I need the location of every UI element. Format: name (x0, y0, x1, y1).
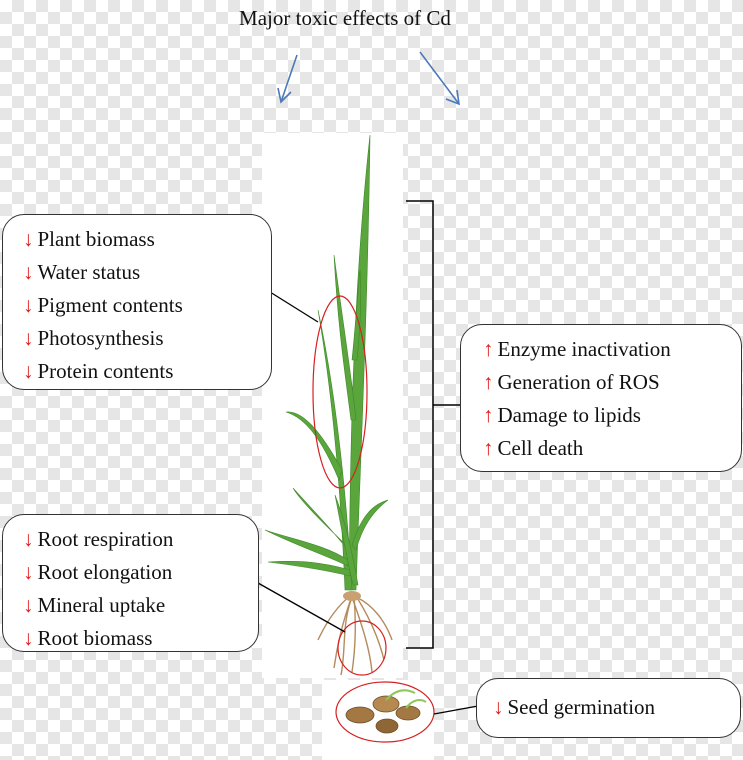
decrease-arrow-icon: ↓ (23, 260, 34, 284)
leaf-effect-item: ↓Plant biomass (23, 227, 155, 251)
leaf-effect-item: ↓Photosynthesis (23, 326, 164, 350)
leaf-effect-item: ↓Protein contents (23, 359, 174, 383)
increase-arrow-icon: ↑ (483, 436, 494, 460)
decrease-arrow-icon: ↓ (23, 527, 34, 551)
decrease-arrow-icon: ↓ (23, 626, 34, 650)
pointer-arrow-left (277, 54, 298, 104)
leaf-highlight-ellipse (312, 295, 368, 489)
leaf-effect-item: ↓Pigment contents (23, 293, 183, 317)
increase-arrow-icon: ↑ (483, 403, 494, 427)
root-effect-item: ↓Mineral uptake (23, 593, 166, 617)
cellular-effects-box: ↑Enzyme inactivation ↑Generation of ROS … (460, 324, 742, 472)
decrease-arrow-icon: ↓ (23, 359, 34, 383)
seed-effects-box: ↓Seed germination (476, 678, 741, 738)
root-effect-item: ↓Root respiration (23, 527, 174, 551)
leaf-effect-item: ↓Water status (23, 260, 141, 284)
root-connector-line (257, 582, 346, 633)
increase-arrow-icon: ↑ (483, 370, 494, 394)
wheat-plant-illustration (264, 134, 393, 676)
plant-bracket (406, 200, 462, 649)
cellular-effect-item: ↑Enzyme inactivation (483, 337, 671, 361)
seed-highlight-ellipse (335, 681, 435, 743)
seed-image-panel (322, 680, 434, 760)
leaf-effects-box: ↓Plant biomass ↓Water status ↓Pigment co… (2, 214, 272, 390)
cellular-effect-item: ↑Generation of ROS (483, 370, 660, 394)
root-effect-item: ↓Root biomass (23, 626, 153, 650)
decrease-arrow-icon: ↓ (23, 560, 34, 584)
decrease-arrow-icon: ↓ (23, 593, 34, 617)
seed-connector-line (433, 705, 479, 715)
decrease-arrow-icon: ↓ (23, 227, 34, 251)
diagram-title: Major toxic effects of Cd (239, 6, 451, 30)
root-effect-item: ↓Root elongation (23, 560, 173, 584)
pointer-arrow-right (419, 51, 460, 106)
cellular-effect-item: ↑Cell death (483, 436, 584, 460)
increase-arrow-icon: ↑ (483, 337, 494, 361)
cellular-effect-item: ↑Damage to lipids (483, 403, 641, 427)
seed-effect-item: ↓Seed germination (493, 695, 656, 719)
seed-illustration (345, 689, 427, 734)
leaf-connector-line (269, 291, 319, 323)
decrease-arrow-icon: ↓ (23, 293, 34, 317)
decrease-arrow-icon: ↓ (493, 695, 504, 719)
root-effects-box: ↓Root respiration ↓Root elongation ↓Mine… (2, 514, 259, 652)
decrease-arrow-icon: ↓ (23, 326, 34, 350)
root-highlight-ellipse (337, 620, 387, 676)
